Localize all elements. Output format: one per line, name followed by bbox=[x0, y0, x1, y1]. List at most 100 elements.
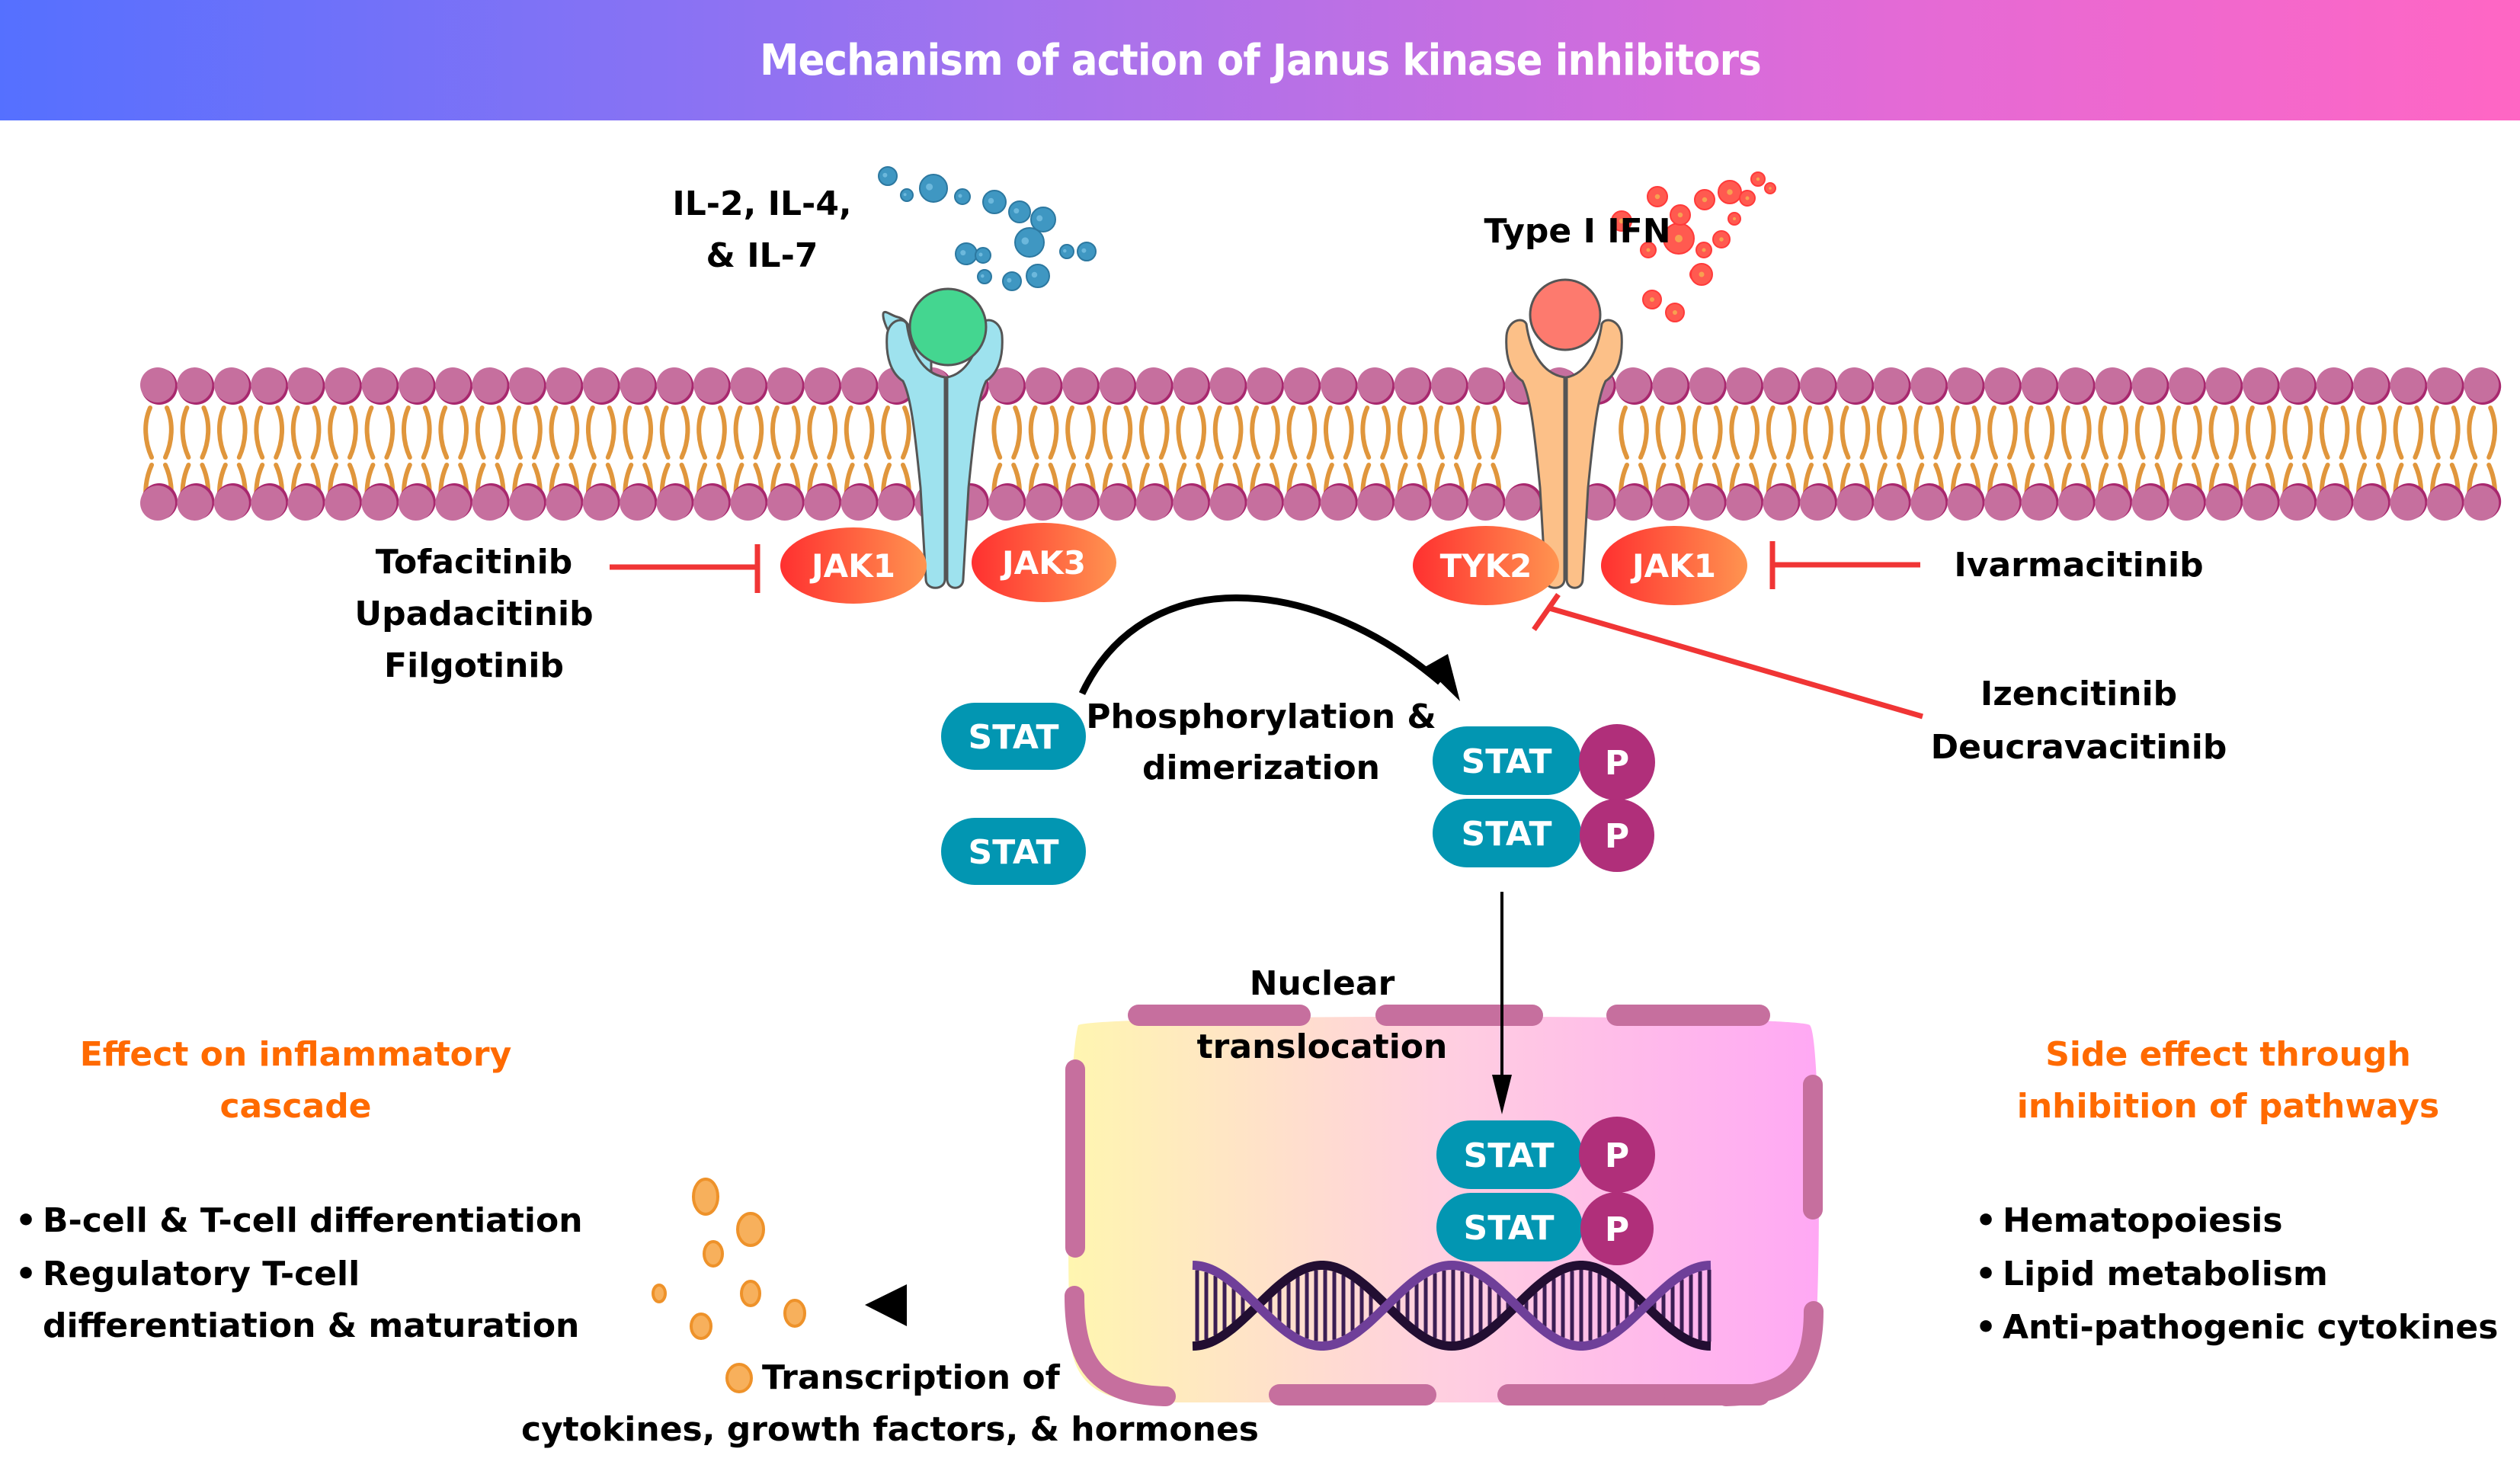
il-cytokine-particle bbox=[1002, 271, 1022, 291]
lipid-tail bbox=[1876, 405, 1888, 460]
lipid-head bbox=[251, 486, 287, 521]
svg-text:STAT: STAT bbox=[1464, 1136, 1555, 1175]
inhibition-line-left bbox=[610, 544, 760, 593]
lipid-head bbox=[177, 486, 213, 521]
right-bullet-1-marker: • bbox=[1975, 1201, 1996, 1240]
lipid-head bbox=[1173, 486, 1209, 521]
output-cytokine-particle bbox=[740, 1280, 761, 1307]
left-bullet-2: Regulatory T-cell bbox=[43, 1255, 360, 1293]
lipid-tail bbox=[2228, 405, 2240, 460]
lipid-head bbox=[767, 486, 802, 521]
lipid-tail bbox=[2265, 405, 2276, 460]
lipid-tail bbox=[1011, 405, 1023, 460]
lipid-tail bbox=[679, 405, 690, 460]
output-cytokine-particle bbox=[736, 1212, 765, 1247]
lipid-head bbox=[1099, 367, 1135, 402]
lipid-tail bbox=[180, 405, 191, 460]
particle-highlight bbox=[1013, 208, 1020, 214]
lipid-tail bbox=[991, 405, 1003, 460]
lipid-tail bbox=[1729, 405, 1740, 460]
lipid-tail bbox=[2118, 405, 2129, 460]
inhibition-line-ivarmacitinib bbox=[1769, 541, 1920, 589]
lipid-head bbox=[546, 367, 581, 402]
particle-core bbox=[1646, 248, 1651, 252]
lipid-tail bbox=[1749, 405, 1760, 460]
stat-monomer-1: STAT bbox=[941, 703, 1086, 770]
lipid-head bbox=[656, 367, 692, 402]
lipid-head bbox=[1984, 486, 2019, 521]
lipid-head bbox=[730, 367, 766, 402]
page-title: Mechanism of action of Janus kinase inhi… bbox=[759, 35, 1762, 85]
lipid-tail bbox=[1491, 405, 1502, 460]
il-ligand bbox=[908, 287, 988, 367]
lipid-head bbox=[1763, 367, 1798, 402]
lipid-tail bbox=[2282, 405, 2294, 460]
lipid-head bbox=[1726, 367, 1762, 402]
lipid-head bbox=[2131, 367, 2167, 402]
particle-core bbox=[1619, 218, 1625, 224]
particle-highlight bbox=[926, 183, 933, 191]
svg-text:JAK3: JAK3 bbox=[1000, 544, 1086, 582]
lipid-tail bbox=[2339, 405, 2350, 460]
lipid-head bbox=[213, 486, 249, 521]
inhibition-line-tyk2 bbox=[1532, 593, 1923, 720]
lipid-tail bbox=[347, 405, 358, 460]
kinase-jak3: JAK3 bbox=[972, 523, 1116, 602]
lipid-head bbox=[2169, 367, 2204, 402]
lipid-tail bbox=[585, 405, 597, 460]
particle-core bbox=[1677, 212, 1683, 218]
lipid-tail bbox=[1250, 405, 1260, 460]
lipid-head bbox=[2169, 486, 2204, 521]
lipid-tail bbox=[1306, 405, 1318, 460]
lipid-tail bbox=[605, 405, 616, 460]
lipid-tail bbox=[2098, 405, 2109, 460]
lipid-tail bbox=[1933, 405, 1945, 460]
lipid-head bbox=[1394, 367, 1430, 402]
lipid-tail bbox=[2044, 405, 2055, 460]
lipid-head bbox=[878, 486, 913, 521]
particle-highlight bbox=[1036, 215, 1043, 222]
right-panel-heading-line1: Side effect through bbox=[2045, 1035, 2411, 1074]
lipid-tail bbox=[1286, 405, 1298, 460]
lipid-head bbox=[1099, 486, 1135, 521]
phosphorylation-arrowhead bbox=[1425, 654, 1460, 701]
lipid-tail bbox=[401, 405, 412, 460]
lipid-tail bbox=[1196, 405, 1207, 460]
lipid-tail bbox=[512, 405, 523, 460]
drug-izencitinib: Izencitinib bbox=[1980, 675, 2177, 713]
lipid-head bbox=[2353, 367, 2388, 402]
lipid-tail bbox=[1323, 405, 1334, 460]
lipid-head bbox=[1320, 486, 1356, 521]
lipid-tail bbox=[2486, 405, 2498, 460]
lipid-head bbox=[2095, 486, 2131, 521]
il-cytokine-particle bbox=[977, 269, 992, 284]
il-cytokine-particle bbox=[955, 242, 978, 265]
left-panel-heading-line2: cascade bbox=[219, 1087, 371, 1126]
stat-dimer-cytoplasm: STAT P STAT P bbox=[1433, 724, 1655, 872]
lipid-head bbox=[988, 367, 1024, 402]
lipid-head bbox=[546, 486, 581, 521]
il-cytokine-particle bbox=[1026, 264, 1050, 288]
lipid-tail bbox=[1619, 405, 1629, 460]
lipid-tail bbox=[495, 405, 506, 460]
particle-core bbox=[1769, 187, 1772, 190]
lipid-head bbox=[2390, 486, 2426, 521]
particle-highlight bbox=[1081, 248, 1087, 253]
drug-ivarmacitinib: Ivarmacitinib bbox=[1954, 546, 2203, 585]
lipid-tail bbox=[438, 405, 450, 460]
lipid-head bbox=[1283, 486, 1319, 521]
lipid-head bbox=[2205, 367, 2241, 402]
lipid-tail bbox=[2319, 405, 2330, 460]
lipid-head bbox=[1873, 486, 1909, 521]
lipid-head bbox=[1431, 486, 1466, 521]
il-cytokine-particle bbox=[1030, 207, 1056, 232]
left-bullet-2-cont: differentiation & maturation bbox=[43, 1306, 579, 1345]
lipid-head bbox=[2464, 486, 2499, 521]
lipid-tail bbox=[549, 405, 560, 460]
particle-core bbox=[1745, 196, 1750, 200]
lipid-head bbox=[1873, 367, 1909, 402]
lipid-tail bbox=[274, 405, 285, 460]
lipid-tail bbox=[1840, 405, 1851, 460]
lipid-tail bbox=[1950, 405, 1961, 460]
lipid-tail bbox=[2134, 405, 2146, 460]
